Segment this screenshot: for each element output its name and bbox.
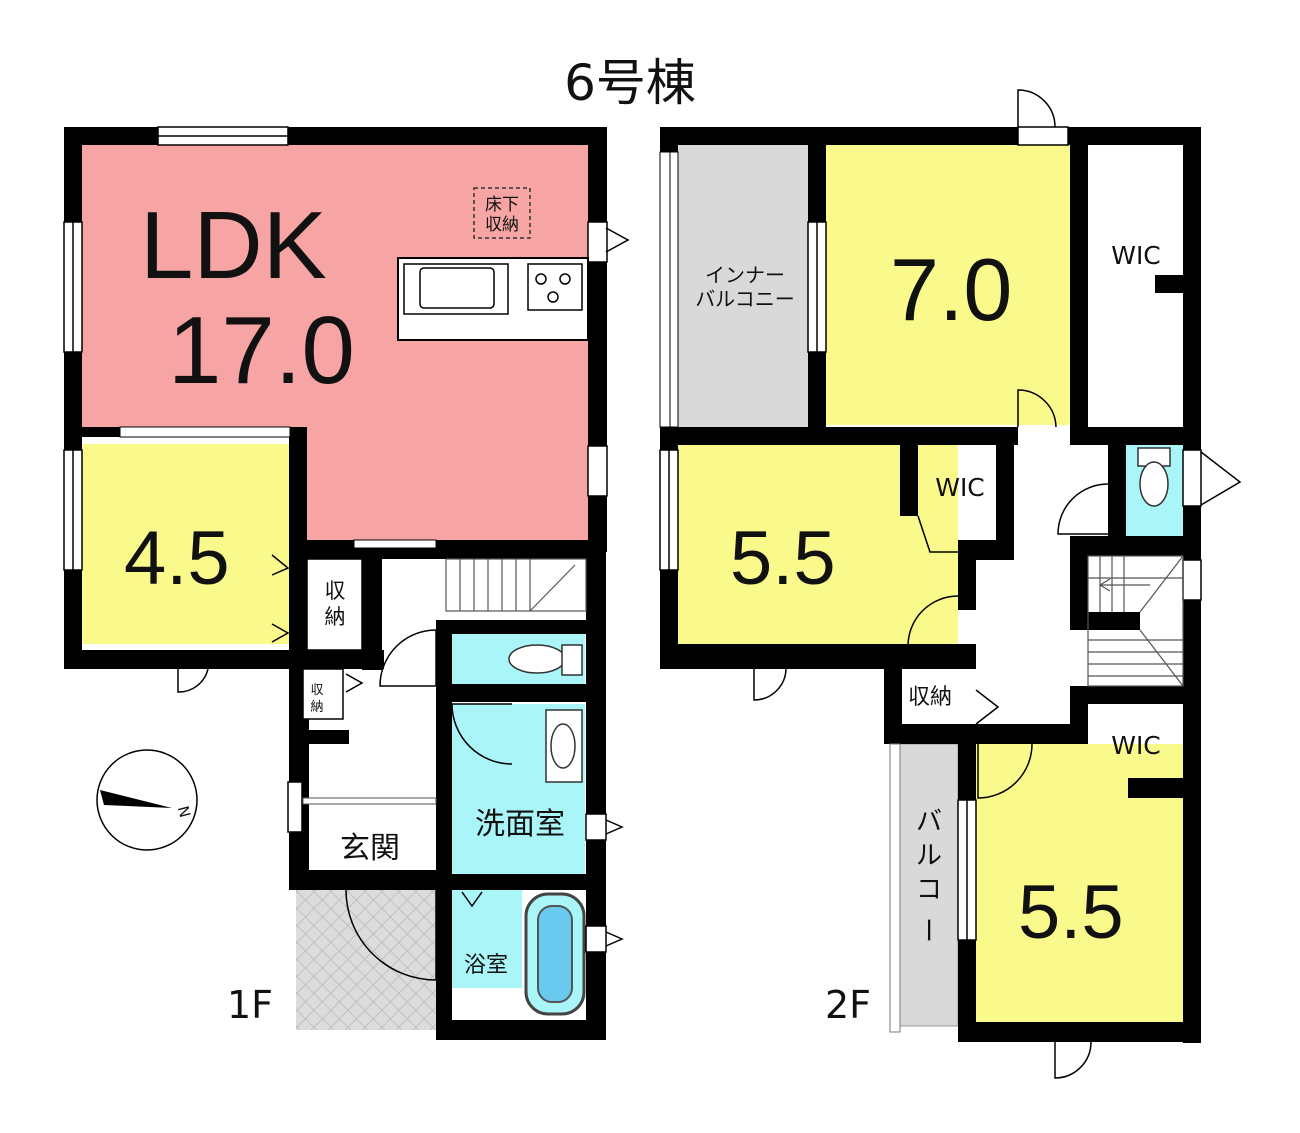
ldk-size-label: 17.0 <box>168 297 355 404</box>
balcony-label-char: バ <box>916 807 942 837</box>
floor-label-1f: 1F <box>227 983 273 1027</box>
inner-balcony-label-1: インナー <box>705 263 785 287</box>
stairs-2f <box>1087 555 1184 687</box>
closet-label-2: 納 <box>325 605 346 629</box>
washroom-label: 洗面室 <box>475 807 565 842</box>
toilet-fixture-1f <box>508 644 583 676</box>
toilet-fixture-2f <box>1137 447 1171 507</box>
room-c-size-label: 5.5 <box>1018 870 1124 955</box>
kitchen-counter <box>397 257 589 341</box>
floor-1f: LDK 17.0 床下 収納 4.5 収 納 収 納 玄関 洗面室 浴室 1F <box>63 126 630 1040</box>
building-title: 6号棟 <box>564 54 696 112</box>
small-closet-label-1: 収 <box>310 683 323 698</box>
room-a-2f <box>826 145 1071 425</box>
underfloor-label-1: 床下 <box>485 195 519 215</box>
underfloor-storage-box <box>473 187 531 239</box>
balcony-label-char: ル <box>916 841 942 871</box>
closet-1f <box>306 558 363 651</box>
ldk-name-label: LDK <box>140 192 327 299</box>
inner-balcony-label-2: バルコニー <box>695 287 795 311</box>
windows-2f <box>659 126 1202 941</box>
porch <box>296 890 436 1030</box>
stairs-1f <box>445 558 587 612</box>
compass-icon: N <box>96 749 198 851</box>
wic-c-label: WIC <box>1111 731 1161 760</box>
doors-2f <box>753 89 1242 1079</box>
balcony-label-char: ー <box>912 917 942 943</box>
room-a-size-label: 7.0 <box>890 240 1012 339</box>
inner-balcony <box>678 145 808 427</box>
entrance-step <box>302 797 437 805</box>
room-b-size-label: 5.5 <box>730 516 836 601</box>
underfloor-label-2: 収納 <box>485 215 519 235</box>
washbasin <box>545 709 583 783</box>
small-closet-label-2: 納 <box>310 700 323 715</box>
windows-1f <box>63 126 608 953</box>
small-closet-1f <box>302 668 344 720</box>
balcony-label-char: コ <box>916 875 942 905</box>
north-label: N <box>174 804 194 820</box>
balcony-rail <box>889 743 901 1033</box>
wic-b-label: WIC <box>935 473 985 502</box>
floor-label-2f: 2F <box>825 983 871 1027</box>
closet-label-1: 収 <box>325 579 346 603</box>
doors-1f <box>177 227 630 981</box>
wic-a-label: WIC <box>1111 241 1161 270</box>
entrance-label: 玄関 <box>340 831 400 866</box>
bath-label: 浴室 <box>464 953 508 978</box>
bathtub-inner <box>537 905 573 1003</box>
storage-label-2f: 収納 <box>908 685 952 710</box>
ldk-room-lower <box>304 420 588 542</box>
western-room-1f <box>80 444 290 644</box>
balcony-2f <box>899 743 959 1027</box>
floor-2f: インナー バルコニー 7.0 WIC 5.5 WIC 収納 5.5 WIC バ … <box>659 89 1242 1079</box>
western-size-label-1f: 4.5 <box>124 516 230 601</box>
bath-room <box>452 890 522 988</box>
